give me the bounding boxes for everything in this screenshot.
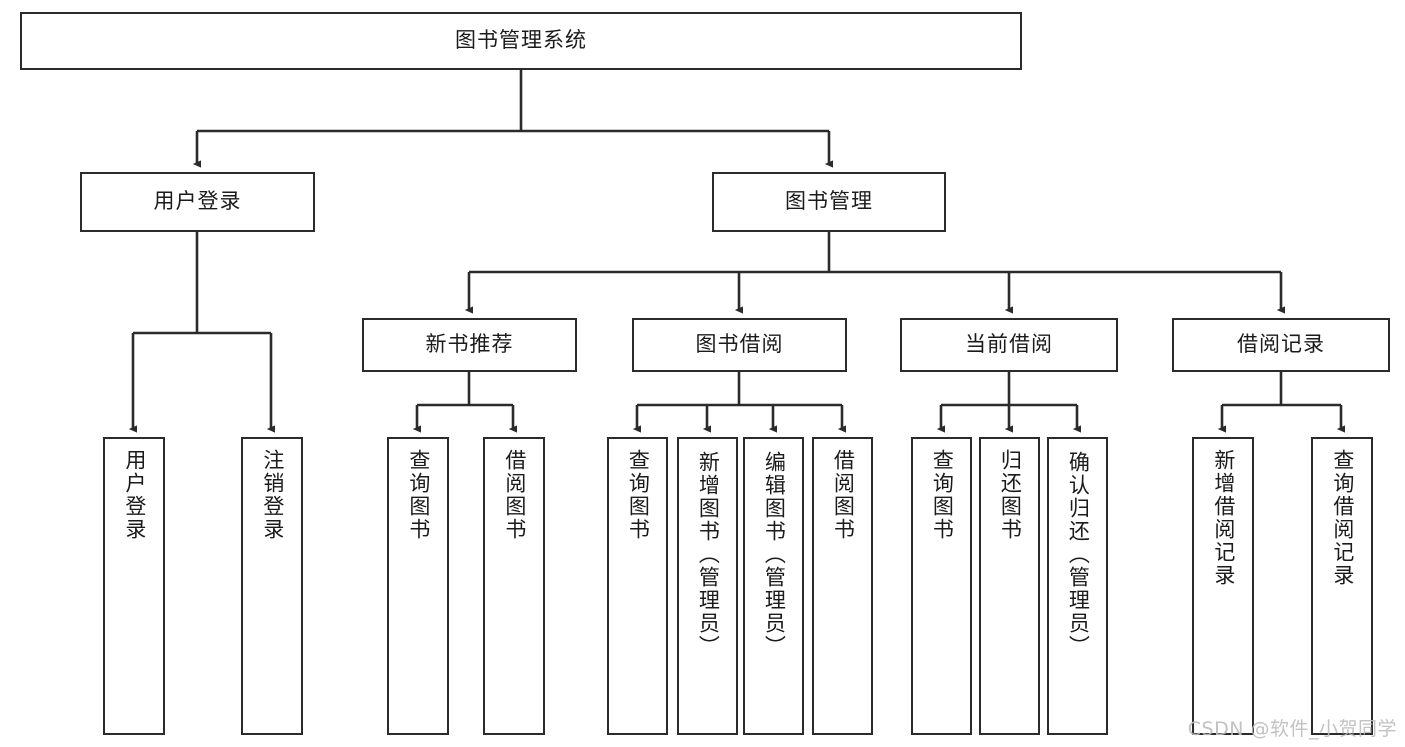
node-label: 图书管理系统 (455, 28, 587, 53)
node-borrow-record[interactable]: 借阅记录 (1172, 318, 1390, 372)
leaf-user-logout[interactable]: 注销登录 (241, 437, 303, 735)
node-label: 归还图书 (998, 449, 1023, 541)
node-label: 当前借阅 (965, 332, 1053, 357)
node-book-management[interactable]: 图书管理 (712, 172, 946, 232)
node-label: 借阅记录 (1237, 332, 1325, 357)
node-label: 借阅图书 (831, 449, 856, 541)
leaf-add-book-admin[interactable]: 新增图书（管理员） (677, 437, 738, 735)
node-current-borrow[interactable]: 当前借阅 (900, 318, 1118, 372)
leaf-query-book[interactable]: 查询图书 (607, 437, 668, 735)
leaf-borrow-book-recommend[interactable]: 借阅图书 (483, 437, 545, 735)
node-label: 新书推荐 (425, 332, 514, 357)
node-label: 查询借阅记录 (1330, 449, 1355, 587)
node-label: 借阅图书 (502, 449, 527, 541)
node-root-system[interactable]: 图书管理系统 (20, 12, 1022, 70)
node-user-login[interactable]: 用户登录 (80, 172, 315, 232)
leaf-query-book-current[interactable]: 查询图书 (911, 437, 972, 735)
node-label: 查询图书 (406, 449, 431, 541)
node-label: 新增图书（管理员） (696, 451, 721, 658)
leaf-query-book-recommend[interactable]: 查询图书 (387, 437, 449, 735)
node-label: 用户登录 (153, 189, 242, 214)
node-label: 用户登录 (122, 449, 147, 541)
node-label: 图书借阅 (695, 332, 784, 357)
node-label: 新增借阅记录 (1211, 449, 1236, 587)
node-label: 确认归还（管理员） (1066, 451, 1091, 658)
leaf-return-book[interactable]: 归还图书 (979, 437, 1040, 735)
leaf-add-borrow-record[interactable]: 新增借阅记录 (1192, 437, 1254, 735)
leaf-confirm-return-admin[interactable]: 确认归还（管理员） (1047, 437, 1108, 735)
leaf-query-borrow-record[interactable]: 查询借阅记录 (1311, 437, 1373, 735)
node-new-book-recommend[interactable]: 新书推荐 (362, 318, 577, 372)
node-label: 查询图书 (930, 449, 955, 541)
leaf-borrow-book[interactable]: 借阅图书 (812, 437, 873, 735)
leaf-user-login[interactable]: 用户登录 (103, 437, 165, 735)
node-label: 编辑图书（管理员） (762, 451, 787, 658)
node-label: 图书管理 (785, 189, 873, 214)
leaf-edit-book-admin[interactable]: 编辑图书（管理员） (743, 437, 804, 735)
node-label: 查询图书 (626, 449, 651, 541)
node-book-borrow[interactable]: 图书借阅 (632, 318, 847, 372)
node-label: 注销登录 (260, 449, 285, 541)
